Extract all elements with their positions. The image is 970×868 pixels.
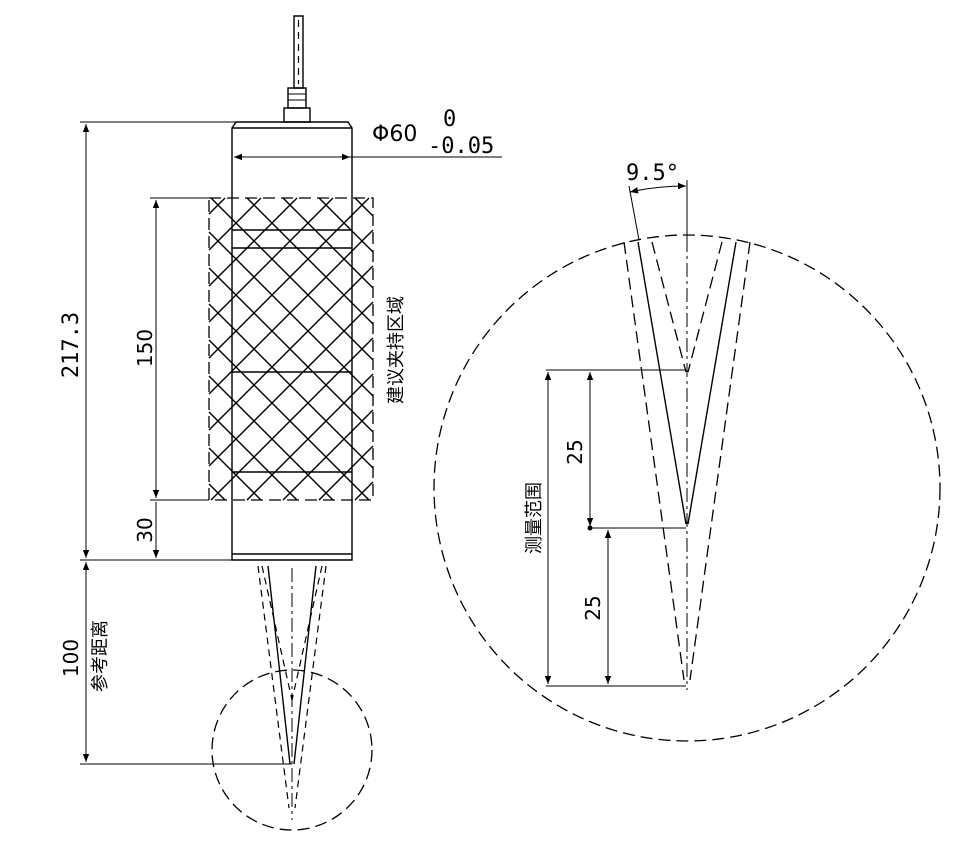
hatch-line [208,483,226,501]
detail-view [433,180,941,742]
dim-diameter-symbol: Φ60 [372,122,417,147]
hatch-line [354,481,374,501]
dim-reference-distance-value: 100 [59,639,83,677]
dim-total-length-value: 217.3 [59,312,84,378]
hatch-line [208,197,370,359]
dim-range-upper-value: 25 [563,439,587,464]
dim-diameter-tol-upper: 0 [443,107,456,132]
beam-cone [211,565,373,831]
hatch-line [208,303,374,469]
cable [283,15,311,123]
sensor-body [231,121,353,561]
hatch-line [208,197,226,215]
hatch-line [208,231,374,397]
hatch-line [208,197,334,323]
dim-diameter-tol-lower: -0.05 [428,134,494,159]
hatch-line [318,445,374,501]
hatch-line [208,265,374,431]
clamp-area [208,197,374,501]
hatch-line [246,197,374,325]
hatch-line [208,339,370,501]
hatch-line [208,411,298,501]
reference-distance-label: 参考距离 [90,620,111,692]
hatch-line [318,197,374,253]
hatch-line [282,197,374,289]
hatch-line [208,267,374,433]
hatch-line [210,337,374,501]
dim-reference-distance [80,562,292,765]
hatch-line [208,197,298,287]
clamp-area-label: 建议夹持区域 [386,296,407,404]
dim-range-lower-value: 25 [581,595,605,620]
measure-range-label: 测量范围 [524,482,545,554]
hatch-line [354,197,374,217]
dim-clamp-length [150,197,209,501]
dim-total-length [80,121,236,561]
hatch-line [208,229,374,395]
hatch-line [208,375,334,501]
dim-clamp-length-value: 150 [133,329,157,367]
hatch-line [246,373,374,501]
hatch-line [282,409,374,501]
hatch-line [210,197,374,361]
dim-angle-value: 9.5° [626,161,679,186]
hatch-line [208,301,374,467]
dim-clamp-offset-value: 30 [133,517,157,542]
